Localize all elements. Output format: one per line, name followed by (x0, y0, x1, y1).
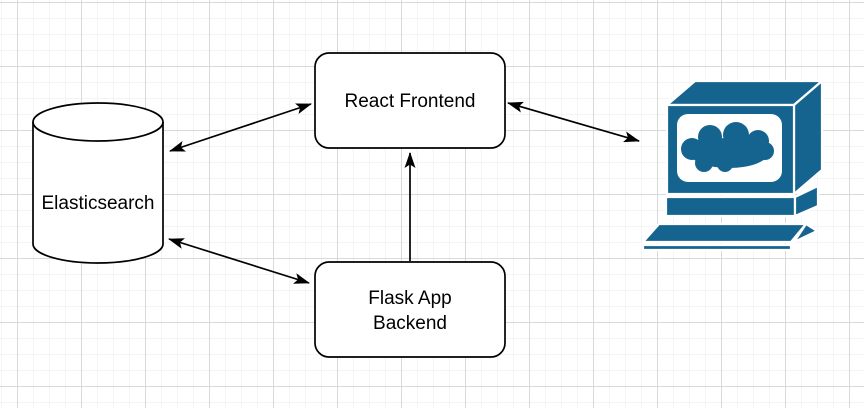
cylinder-top-arc (32, 121, 164, 142)
edge-react-client[interactable] (507, 101, 640, 143)
keyboard-side (790, 222, 820, 245)
cloud-icon (681, 122, 774, 172)
node-react-frontend[interactable]: React Frontend (314, 52, 506, 149)
node-elasticsearch[interactable]: Elasticsearch (32, 102, 164, 264)
node-flask-backend[interactable]: Flask App Backend (314, 261, 506, 358)
node-label-flask-line1: Flask App (368, 288, 451, 309)
node-label-flask-line2: Backend (373, 313, 447, 334)
cylinder-shape (32, 102, 164, 264)
rounded-rect-shape (314, 52, 506, 149)
edge-elasticsearch-flask[interactable] (168, 238, 310, 284)
keyboard-front-strip (641, 243, 793, 252)
node-label-react-frontend: React Frontend (345, 91, 476, 112)
node-label-elasticsearch: Elasticsearch (42, 193, 155, 214)
monitor-base-side (793, 184, 820, 218)
monitor-base (664, 195, 797, 218)
edge-elasticsearch-react[interactable] (169, 103, 312, 152)
keyboard-top (640, 222, 809, 244)
rounded-rect-shape (314, 261, 506, 358)
computer-with-cloud-icon[interactable] (640, 78, 825, 252)
